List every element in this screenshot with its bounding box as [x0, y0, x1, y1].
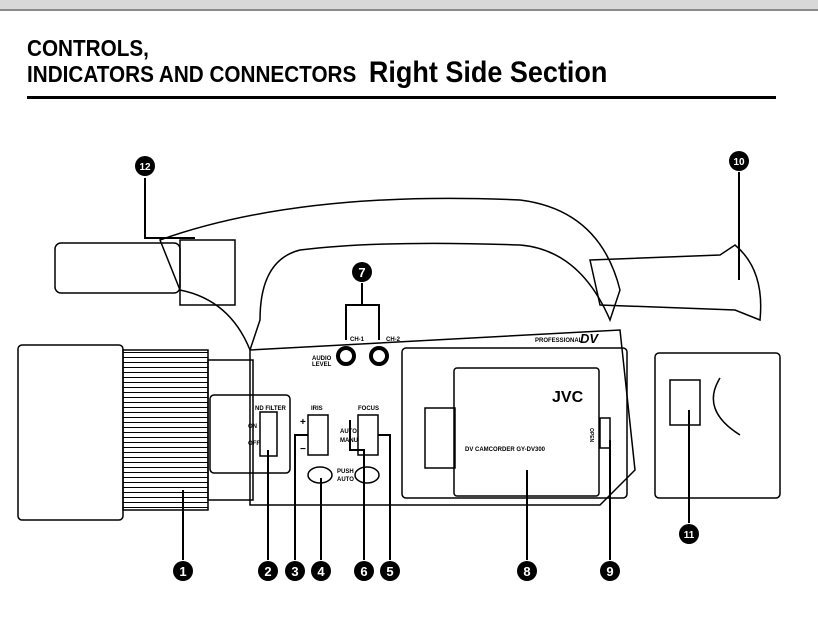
open-label: OPEN [588, 428, 594, 443]
nd-filter-label: ND FILTER [255, 406, 287, 412]
callout-7: 7 [352, 262, 372, 282]
audio-ch2-knob[interactable] [369, 346, 389, 366]
lens-barrel [207, 359, 254, 501]
iris-label: IRIS [311, 406, 323, 412]
eyecup-detail [712, 377, 741, 436]
svg-text:12: 12 [139, 162, 151, 173]
svg-text:8: 8 [523, 564, 530, 579]
focus-label: FOCUS [358, 406, 379, 412]
page-title: CONTROLS, INDICATORS AND CONNECTORS Right… [27, 35, 608, 89]
on-label: ON [248, 424, 257, 430]
carry-handle [159, 197, 621, 353]
camera-body [249, 329, 636, 506]
lcd-monitor[interactable] [401, 347, 628, 499]
svg-text:3: 3 [291, 564, 298, 579]
title-line-1: CONTROLS, [27, 35, 149, 61]
lcd-hinge [424, 407, 456, 469]
callout-5: 5 [380, 561, 400, 581]
callout-8: 8 [517, 561, 537, 581]
microphone-holder [179, 239, 236, 306]
off-label: OFF [248, 441, 260, 447]
svg-text:11: 11 [684, 530, 695, 541]
professional-label: PROFESSIONAL [535, 338, 583, 344]
minus-label: − [300, 444, 306, 455]
svg-text:4: 4 [317, 564, 325, 579]
ch2-label: CH-2 [386, 337, 401, 343]
push-auto-label: AUTO [337, 477, 354, 483]
audio-ch1-knob[interactable] [336, 346, 356, 366]
viewer-toolbar [0, 0, 818, 11]
svg-text:1: 1 [179, 564, 186, 579]
diopter-control[interactable] [669, 379, 701, 426]
callout-6: 6 [354, 561, 374, 581]
callout-9: 9 [600, 561, 620, 581]
title-line-2: INDICATORS AND CONNECTORS [27, 61, 357, 87]
lcd-open-latch[interactable] [599, 417, 611, 449]
level-label: LEVEL [312, 362, 332, 368]
section-title: Right Side Section [368, 56, 608, 89]
manu-label: MANU [340, 438, 358, 444]
plus-label: + [300, 417, 306, 428]
callout-2: 2 [258, 561, 278, 581]
svg-text:9: 9 [606, 564, 613, 579]
callout-4: 4 [311, 561, 331, 581]
callout-12: 12 [135, 156, 155, 176]
callout-3: 3 [285, 561, 305, 581]
callout-11: 11 [679, 524, 699, 544]
ch1-label: CH-1 [350, 337, 365, 343]
nd-filter-switch[interactable] [259, 411, 278, 457]
nd-filter-panel [209, 394, 291, 474]
viewfinder [589, 244, 762, 322]
viewfinder-inset [654, 352, 781, 499]
lens-hood [17, 344, 124, 521]
svg-text:7: 7 [358, 265, 365, 280]
iris-dial[interactable] [307, 414, 329, 456]
leader-lines [144, 172, 740, 560]
svg-text:10: 10 [733, 157, 745, 168]
callout-1: 1 [173, 561, 193, 581]
push-auto-focus-button[interactable] [354, 466, 380, 484]
jvc-logo: JVC [552, 389, 584, 406]
dv-logo: DV [580, 331, 599, 346]
callout-10: 10 [729, 151, 749, 171]
model-label: DV CAMCORDER GY-DV300 [465, 447, 546, 453]
auto-label: AUTO [340, 429, 357, 435]
svg-text:6: 6 [360, 564, 367, 579]
microphone [54, 242, 181, 294]
svg-text:2: 2 [264, 564, 271, 579]
focus-ring [122, 349, 209, 511]
audio-label: AUDIO [312, 356, 332, 362]
push-label: PUSH [337, 469, 354, 475]
svg-text:5: 5 [386, 564, 393, 579]
title-underline [27, 96, 776, 99]
